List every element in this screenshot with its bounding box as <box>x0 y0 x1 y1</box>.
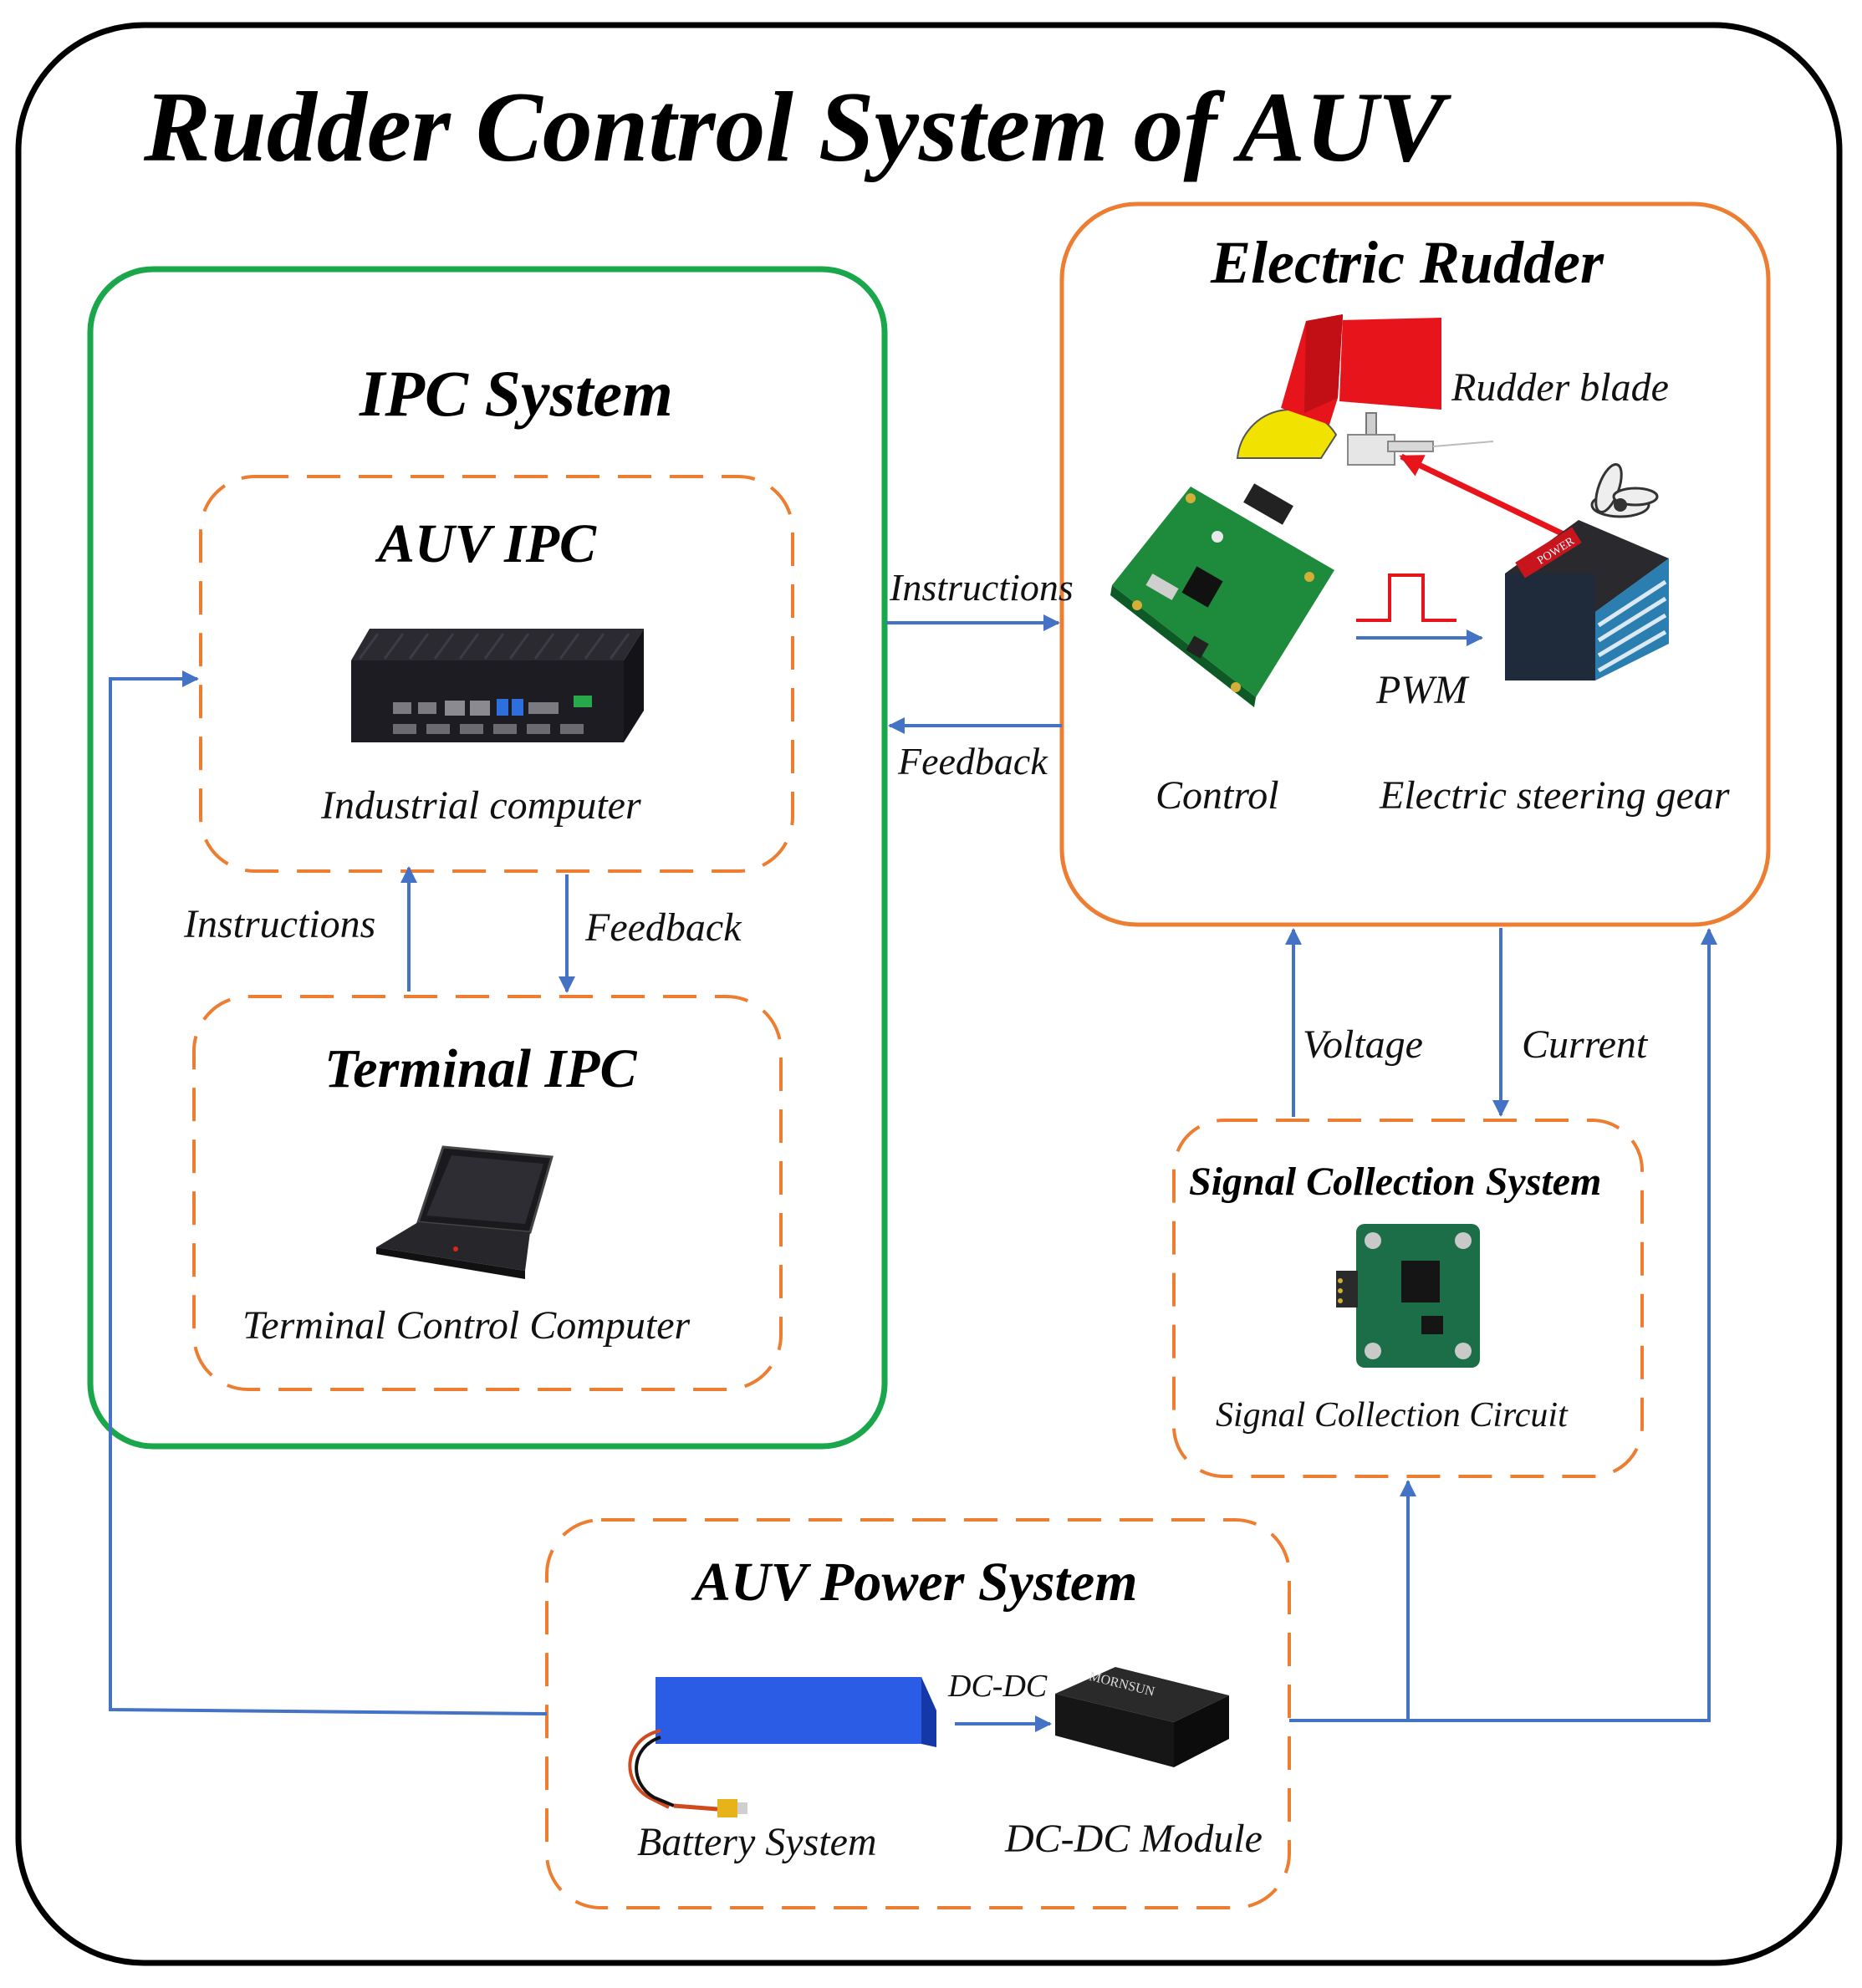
outer-frame <box>15 22 1843 1966</box>
signal-collection-title: Signal Collection System <box>1189 1160 1602 1204</box>
terminal-computer-label: Terminal Control Computer <box>242 1303 691 1348</box>
steering-gear-label: Electric steering gear <box>1380 773 1730 818</box>
diagram-title: Rudder Control System of AUV <box>144 71 1445 182</box>
control-board-icon <box>1110 483 1334 707</box>
feedback-down-label: Feedback <box>585 905 742 950</box>
terminal-ipc-title: Terminal IPC <box>324 1038 637 1099</box>
current-label: Current <box>1522 1022 1648 1067</box>
ipc-system-title: IPC System <box>360 357 673 430</box>
pwm-pulse-icon <box>1356 573 1456 622</box>
feedback-from-rudder-label: Feedback <box>898 740 1048 782</box>
rudder-blade-label: Rudder blade <box>1451 365 1669 410</box>
control-label: Control <box>1155 773 1279 818</box>
instructions-to-rudder-label: Instructions <box>890 566 1074 609</box>
laptop-icon <box>376 1145 553 1279</box>
power-bus-line <box>1289 928 1717 1722</box>
instructions-up-label: Instructions <box>184 902 376 946</box>
terminal-ipc-box <box>192 995 783 1391</box>
signal-circuit-icon <box>1336 1224 1480 1368</box>
industrial-computer-label: Industrial computer <box>321 783 641 828</box>
power-to-ipc-line <box>109 670 548 1715</box>
auv-ipc-title: AUV IPC <box>378 513 597 574</box>
dcdc-arrow-label: DC-DC <box>948 1669 1048 1704</box>
signal-circuit-label: Signal Collection Circuit <box>1216 1396 1568 1435</box>
battery-label: Battery System <box>637 1820 877 1864</box>
voltage-label: Voltage <box>1303 1022 1423 1067</box>
electric-rudder-title: Electric Rudder <box>1211 229 1604 296</box>
dcdc-module-label: DC-DC Module <box>1005 1817 1263 1861</box>
rudder-blade-icon <box>1236 314 1494 466</box>
industrial-computer-icon <box>351 629 644 742</box>
electric-rudder-box <box>1059 201 1771 927</box>
pwm-label: PWM <box>1376 668 1468 712</box>
servo-link-arrow <box>1399 453 1567 538</box>
ipc-system-box <box>87 266 888 1450</box>
power-system-title: AUV Power System <box>694 1552 1138 1613</box>
steering-gear-icon: POWER <box>1505 463 1669 681</box>
dcdc-module-icon: MORNSUN <box>1055 1667 1229 1767</box>
battery-icon <box>628 1677 936 1817</box>
signal-collection-box <box>1172 1119 1644 1478</box>
